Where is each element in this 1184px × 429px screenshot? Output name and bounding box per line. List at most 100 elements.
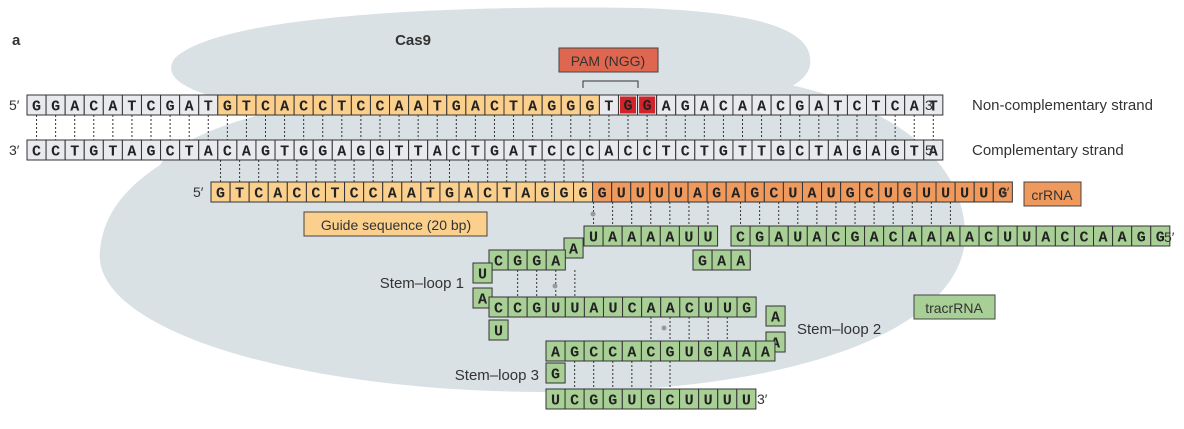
noncomplementary-base-41: A [814,99,823,116]
complementary-base-37: T [738,144,747,161]
tracr-row1b-cell-6 [697,225,719,247]
crrna-tag [1023,181,1082,207]
stem-loop-3-label: Stem–loop 3 [455,367,539,384]
crrna-base-32: U [827,186,836,203]
crrna-base-9: A [388,186,397,203]
tracrrna-tag [913,294,996,320]
complementary-base-46: T [910,144,919,161]
wobble-dot-2 [552,283,558,289]
crrna-base-33: G [846,186,855,203]
noncomplementary-base-21: T [433,99,442,116]
tracr-loop3-bottom-base-9: U [723,393,732,410]
noncomplementary-base-10: G [223,99,232,116]
crrna-base-15: T [502,186,511,203]
pam-gg-highlight-31 [619,96,637,114]
tracr-row1-base-6: G [851,230,860,247]
complementary-base-7: C [166,144,175,161]
noncomplementary-base-25: T [509,99,518,116]
crrna-base-10: A [407,186,416,203]
crrna-base-0: G [216,186,225,203]
crrna-base-31: A [808,186,817,203]
complementary-base-41: T [814,144,823,161]
tracr-loop1-a-base-0: A [569,242,578,259]
crrna-base-4: C [292,186,301,203]
complementary-base-16: A [337,144,346,161]
tracr-loop1-bottom-base-10: C [685,301,694,318]
noncomplementary-base-35: A [700,99,709,116]
complementary-base-22: C [452,144,461,161]
complementary-base-38: T [757,144,766,161]
tracr-loop3-top-cell-11 [755,340,776,362]
stem-loop-2-label: Stem–loop 2 [797,321,881,338]
crrna-base-29: C [769,186,778,203]
crrna-base-41: G [998,186,1007,203]
noncomplementary-base-17: C [356,99,365,116]
tracr-loop3-g-base-0: G [551,367,560,384]
tracr-loop2-a2-base-0: A [771,336,780,353]
crrna-base-17: G [540,186,549,203]
complementary-base-6: G [147,144,156,161]
tracr-loop3-bottom-base-1: C [570,393,579,410]
tracr-loop3-g-cell-0 [545,362,566,384]
pam-gg-base-31: G [624,98,633,115]
noncomplementary-base-2: A [70,99,79,116]
complementary-base-14: G [299,144,308,161]
pam-label: PAM (NGG) [571,53,645,69]
crrna-base-25: A [693,186,702,203]
crrna-base-21: U [617,186,626,203]
tracr-row1b-base-3: A [646,230,655,247]
tracr-row1-base-1: G [755,230,764,247]
noncomplementary-base-11: T [242,99,251,116]
noncomplementary-base-4: A [108,99,117,116]
tracr-loop1-bottom-base-1: C [513,301,522,318]
crrna-base-8: C [369,186,378,203]
noncomplementary-base-14: C [299,99,308,116]
tracr-row1b-base-0: U [589,230,598,247]
tracr-row1b-base-5: U [684,230,693,247]
complementary-base-19: T [395,144,404,161]
tracr-loop1-bottom-base-3: U [551,301,560,318]
tracr-loop1-top-cell-3 [545,249,566,271]
comp-5prime-end: 5′ [925,142,936,158]
crrna-base-34: C [865,186,874,203]
tracr-loop1-top-base-3: A [551,254,560,271]
tracr-gaa-base-2: A [736,254,745,271]
tracr-loop3-top-base-9: A [723,345,732,362]
tracr-row1-base-15: U [1022,230,1031,247]
tracr-row1-base-16: A [1041,230,1050,247]
tracrrna-label: tracrRNA [925,300,983,316]
crrna-base-14: C [483,186,492,203]
tracr-loop1-u-base-0: U [478,267,487,284]
complementary-base-11: A [242,144,251,161]
tracr-loop1-bottom-base-6: U [609,301,618,318]
pam-gg-base-32: G [643,98,652,115]
complementary-base-25: A [509,144,518,161]
complementary-base-13: T [280,144,289,161]
tracr-loop3-bottom-base-0: U [551,393,560,410]
noncomplementary-base-16: T [337,99,346,116]
complementary-base-1: C [51,144,60,161]
tracr-loop3-bottom-base-3: G [608,393,617,410]
comp-3prime-end: 3′ [9,142,20,158]
tracr-row1-base-9: A [908,230,917,247]
stem-loop-1-label: Stem–loop 1 [380,275,464,292]
noncomplementary-base-33: A [662,99,671,116]
crrna-base-7: C [350,186,359,203]
noncomplementary-base-5: T [127,99,136,116]
complementary-base-43: G [852,144,861,161]
tracr-loop3-bottom-base-8: U [704,393,713,410]
tracr-loop1-bottom-base-13: G [742,301,751,318]
tracr-loop3-top-base-0: A [551,345,560,362]
complementary-base-2: T [70,144,79,161]
complementary-base-9: A [204,144,213,161]
noncomplementary-base-20: A [414,99,423,116]
tracr-loop1-bottom-base-2: G [532,301,541,318]
noncomplementary-base-3: C [89,99,98,116]
noncomplementary-base-22: G [452,99,461,116]
tracr-loop1-bottom-base-8: A [647,301,656,318]
tracr-loop1-bottom-base-0: C [494,301,503,318]
complementary-base-17: G [356,144,365,161]
complementary-base-26: T [528,144,537,161]
